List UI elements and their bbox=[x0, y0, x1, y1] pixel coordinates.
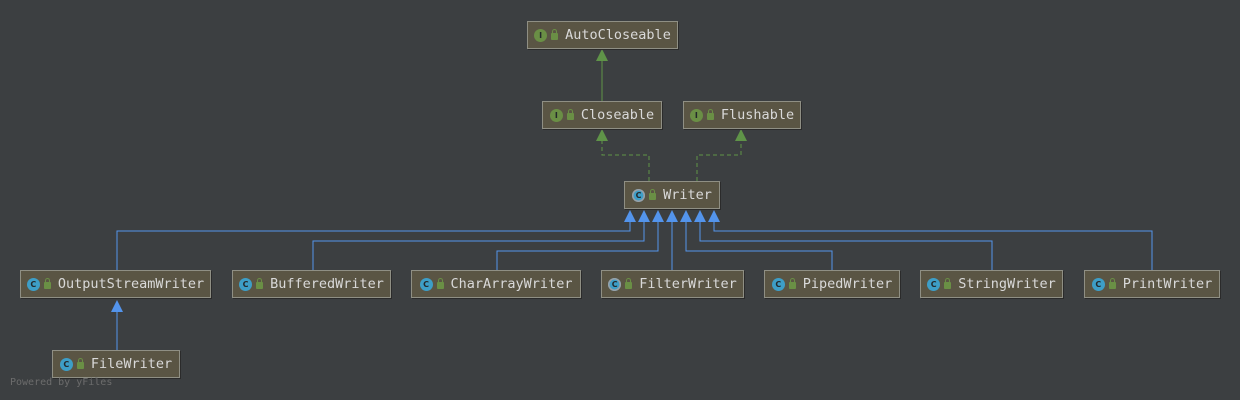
edge-stringwriter-writer bbox=[699, 222, 993, 270]
class-icon: C bbox=[26, 277, 40, 291]
node-closeable[interactable]: I Closeable bbox=[542, 101, 662, 129]
arrowhead-writer-4 bbox=[666, 210, 678, 222]
class-icon: C bbox=[1091, 277, 1105, 291]
arrowhead-autocloseable bbox=[596, 49, 608, 61]
node-stringwriter[interactable]: C StringWriter bbox=[920, 270, 1063, 298]
edge-chararraywriter-writer bbox=[496, 222, 659, 270]
public-lock-icon bbox=[43, 277, 51, 289]
public-lock-icon bbox=[649, 188, 657, 200]
node-label: Closeable bbox=[580, 107, 655, 123]
node-filterwriter[interactable]: C FilterWriter bbox=[601, 270, 744, 298]
arrowhead-closeable bbox=[596, 129, 608, 141]
public-lock-icon bbox=[76, 357, 84, 369]
arrowhead-writer-3 bbox=[652, 210, 664, 222]
edge-pipedwriter-writer bbox=[685, 222, 833, 270]
node-writer[interactable]: C Writer bbox=[624, 181, 720, 209]
abstract-class-icon: C bbox=[632, 188, 646, 202]
class-icon: C bbox=[927, 277, 941, 291]
interface-icon: I bbox=[689, 108, 703, 122]
edge-outputstreamwriter-writer bbox=[116, 222, 631, 270]
powered-by-footer: Powered by yFiles bbox=[10, 377, 113, 388]
node-chararraywriter[interactable]: C CharArrayWriter bbox=[411, 270, 581, 298]
node-bufferedwriter[interactable]: C BufferedWriter bbox=[232, 270, 391, 298]
interface-icon: I bbox=[534, 28, 548, 42]
class-icon: C bbox=[771, 277, 785, 291]
node-label: AutoCloseable bbox=[565, 27, 671, 43]
node-label: FileWriter bbox=[90, 356, 173, 372]
node-label: BufferedWriter bbox=[270, 276, 384, 292]
edge-bufferedwriter-writer bbox=[312, 222, 645, 270]
class-icon: C bbox=[239, 277, 253, 291]
node-label: StringWriter bbox=[958, 276, 1056, 292]
interface-icon: I bbox=[549, 108, 563, 122]
public-lock-icon bbox=[706, 108, 714, 120]
node-label: OutputStreamWriter bbox=[57, 276, 205, 292]
class-icon: C bbox=[59, 357, 73, 371]
public-lock-icon bbox=[944, 277, 952, 289]
node-label: FilterWriter bbox=[639, 276, 737, 292]
node-label: PipedWriter bbox=[802, 276, 893, 292]
public-lock-icon bbox=[566, 108, 574, 120]
edge-writer-closeable bbox=[601, 141, 650, 181]
node-autocloseable[interactable]: I AutoCloseable bbox=[527, 21, 678, 49]
arrowhead-writer-2 bbox=[638, 210, 650, 222]
class-icon: C bbox=[419, 277, 433, 291]
arrowhead-writer-6 bbox=[694, 210, 706, 222]
public-lock-icon bbox=[625, 277, 633, 289]
public-lock-icon bbox=[256, 277, 264, 289]
node-outputstreamwriter[interactable]: C OutputStreamWriter bbox=[20, 270, 211, 298]
node-flushable[interactable]: I Flushable bbox=[683, 101, 801, 129]
arrowhead-writer-5 bbox=[680, 210, 692, 222]
node-label: Writer bbox=[663, 187, 712, 203]
public-lock-icon bbox=[436, 277, 444, 289]
node-pipedwriter[interactable]: C PipedWriter bbox=[764, 270, 900, 298]
public-lock-icon bbox=[788, 277, 796, 289]
node-printwriter[interactable]: C PrintWriter bbox=[1084, 270, 1220, 298]
public-lock-icon bbox=[1108, 277, 1116, 289]
arrowhead-writer-1 bbox=[624, 210, 636, 222]
node-label: CharArrayWriter bbox=[450, 276, 573, 292]
edge-printwriter-writer bbox=[713, 222, 1153, 270]
node-label: PrintWriter bbox=[1122, 276, 1213, 292]
arrowhead-outputstreamwriter bbox=[111, 300, 123, 312]
public-lock-icon bbox=[551, 28, 559, 40]
node-filewriter[interactable]: C FileWriter bbox=[52, 350, 180, 378]
arrowhead-writer-7 bbox=[708, 210, 720, 222]
node-label: Flushable bbox=[720, 107, 795, 123]
edge-writer-flushable bbox=[696, 141, 742, 181]
arrowhead-flushable bbox=[735, 129, 747, 141]
abstract-class-icon: C bbox=[608, 277, 622, 291]
